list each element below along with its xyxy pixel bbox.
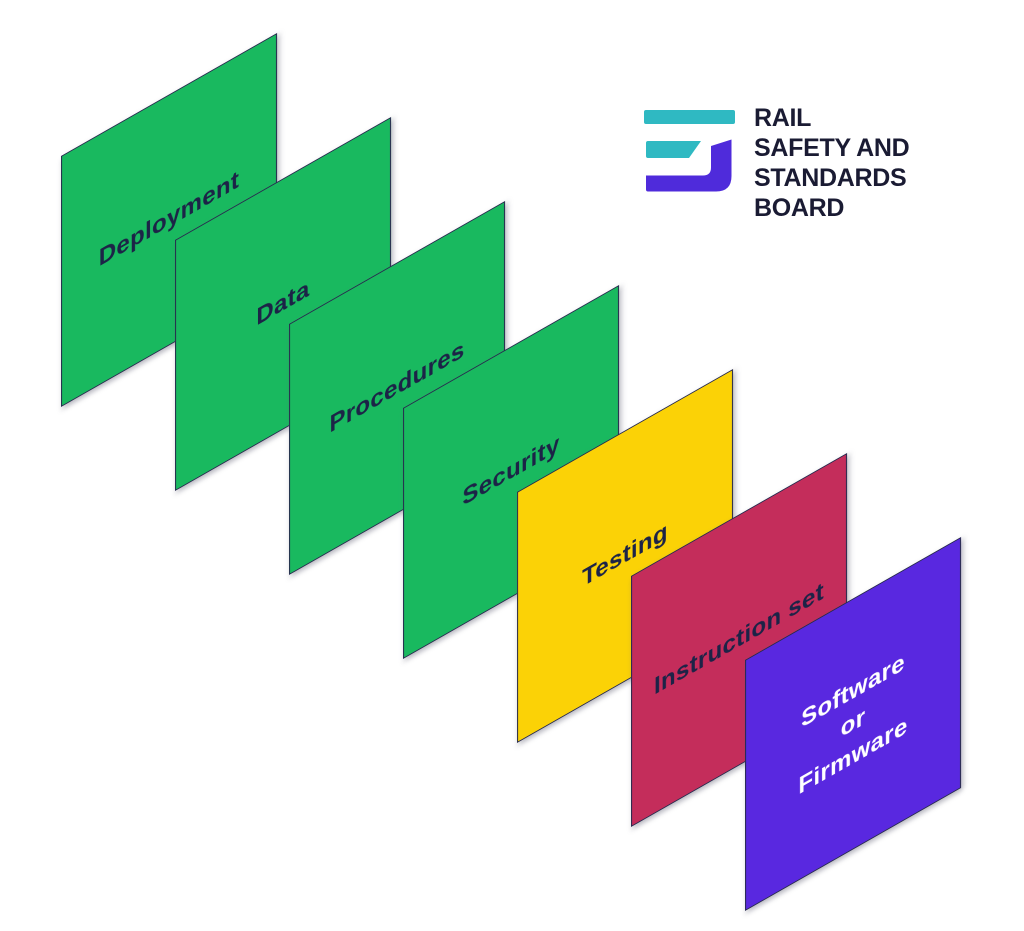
rssb-mark-middle-bar	[646, 141, 701, 158]
rssb-logo-text: RAIL SAFETY AND STANDARDS BOARD	[754, 103, 910, 223]
rssb-mark-j-curve	[646, 139, 732, 192]
rssb-logo: RAIL SAFETY AND STANDARDS BOARD	[644, 103, 910, 223]
rssb-logo-line-2: SAFETY AND	[754, 134, 910, 162]
rssb-mark-icon	[644, 110, 735, 192]
rssb-logo-line-3: STANDARDS	[754, 164, 907, 192]
rssb-mark-top-bar	[644, 110, 735, 124]
rssb-logo-line-1: RAIL	[754, 104, 812, 132]
layer-software-firmware-label: Software or Firmware	[798, 647, 908, 801]
rssb-logo-line-4: BOARD	[754, 194, 845, 222]
